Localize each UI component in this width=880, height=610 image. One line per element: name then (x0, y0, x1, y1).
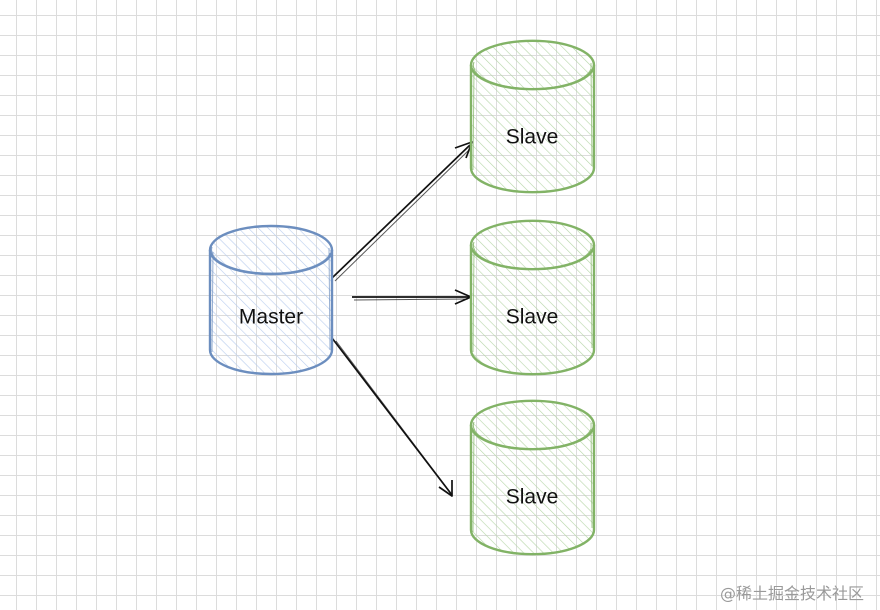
arrowhead-icon (438, 480, 453, 497)
slave-node-1[interactable]: Slave (469, 39, 596, 194)
slave-node-3[interactable]: Slave (469, 399, 596, 556)
edge-master-to-slave-1 (331, 141, 473, 282)
master-node[interactable]: Master (208, 224, 334, 376)
edge-master-to-slave-3 (331, 337, 453, 497)
slave-node-2[interactable]: Slave (469, 219, 596, 376)
watermark: @稀土掘金技术社区 (719, 584, 864, 603)
slave-1-label: Slave (506, 126, 559, 149)
slave-2-label: Slave (506, 306, 559, 329)
slave-3-label: Slave (506, 486, 559, 509)
master-label: Master (239, 306, 303, 329)
edge-master-to-slave-2 (352, 289, 472, 305)
